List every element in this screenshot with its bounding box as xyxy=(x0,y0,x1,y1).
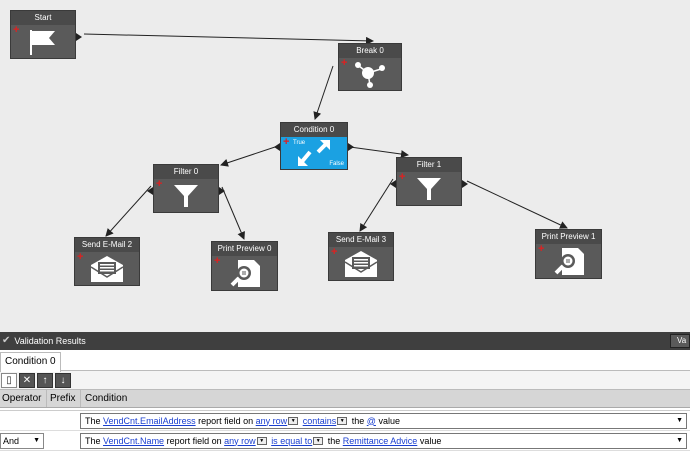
link-filter1-print1 xyxy=(466,180,568,229)
validate-button[interactable]: Va xyxy=(670,334,690,348)
link-start-break xyxy=(83,33,374,45)
node-start[interactable]: Start + xyxy=(10,10,82,59)
node-send-email-2[interactable]: Send E-Mail 2 + xyxy=(74,237,140,286)
false-output-port[interactable] xyxy=(348,143,354,151)
add-icon[interactable]: + xyxy=(538,243,545,255)
true-label: True xyxy=(293,140,306,146)
condition-header: Condition xyxy=(85,393,128,404)
field-link[interactable]: VendCnt.EmailAddress xyxy=(103,415,196,426)
print-preview-icon xyxy=(554,248,584,275)
node-condition-0[interactable]: Condition 0 + True False xyxy=(274,122,354,170)
scope-link[interactable]: any row xyxy=(224,435,256,446)
link-filter0-print0 xyxy=(221,186,245,240)
node-filter-0[interactable]: Filter 0 + xyxy=(147,164,225,213)
condition-editor[interactable]: The VendCnt.Name report field on any row… xyxy=(80,432,687,449)
condition-editor[interactable]: The VendCnt.EmailAddress report field on… xyxy=(80,412,687,429)
node-title: Filter 0 xyxy=(154,165,218,179)
connector-lines xyxy=(83,33,568,240)
validation-panel: ✔ Validation Results Va Condition 0 ▯ ✕ … xyxy=(0,332,690,465)
node-title: Print Preview 1 xyxy=(536,230,601,244)
link-break-condition xyxy=(313,65,334,120)
filter-icon xyxy=(174,184,198,207)
false-label: False xyxy=(329,161,344,167)
split-arrows-icon xyxy=(298,140,330,166)
node-title: Start xyxy=(11,11,75,25)
add-icon[interactable]: + xyxy=(331,246,338,258)
add-icon[interactable]: + xyxy=(77,251,84,263)
node-title: Send E-Mail 3 xyxy=(329,233,393,247)
flag-icon xyxy=(30,29,55,55)
checkmark-icon: ✔ xyxy=(2,335,11,346)
dropdown-icon[interactable]: ▼ xyxy=(256,437,267,446)
print-preview-icon xyxy=(230,260,260,287)
dropdown-icon[interactable]: ▼ xyxy=(313,437,324,446)
node-title: Print Preview 0 xyxy=(212,242,277,256)
dropdown-icon[interactable]: ▼ xyxy=(288,417,299,426)
value-link[interactable]: @ xyxy=(366,415,376,426)
filter-icon xyxy=(417,177,441,200)
condition-row: The VendCnt.EmailAddress report field on… xyxy=(0,411,690,431)
right-output-port[interactable] xyxy=(462,180,468,188)
node-title: Send E-Mail 2 xyxy=(75,238,139,252)
condition-row: And ▼ The VendCnt.Name report field on a… xyxy=(0,431,690,451)
scope-link[interactable]: any row xyxy=(255,415,288,426)
link-filter0-email2 xyxy=(105,185,152,237)
node-title: Break 0 xyxy=(339,44,401,58)
add-icon[interactable]: + xyxy=(13,24,20,36)
operator-cell xyxy=(0,413,44,429)
node-break-0[interactable]: Break 0 + xyxy=(338,43,402,91)
envelope-icon xyxy=(344,250,378,277)
true-output-port[interactable] xyxy=(274,143,280,151)
move-down-icon[interactable]: ↓ xyxy=(55,372,71,388)
left-output-port[interactable] xyxy=(147,187,153,195)
add-icon[interactable]: + xyxy=(214,255,221,267)
output-port[interactable] xyxy=(76,33,82,41)
link-filter1-email3 xyxy=(359,178,394,232)
branch-icon xyxy=(355,62,385,88)
move-up-icon[interactable]: ↑ xyxy=(37,372,53,388)
add-icon[interactable]: + xyxy=(283,136,290,148)
node-print-preview-1[interactable]: Print Preview 1 + xyxy=(535,229,602,279)
node-print-preview-0[interactable]: Print Preview 0 + xyxy=(211,241,278,291)
envelope-icon xyxy=(90,255,124,282)
workflow-canvas[interactable]: Start + Break 0 + Condition 0 xyxy=(0,0,690,332)
tab-condition-0[interactable]: Condition 0 xyxy=(0,352,61,372)
left-output-port[interactable] xyxy=(390,180,396,188)
add-icon[interactable]: + xyxy=(399,171,406,183)
add-icon[interactable]: + xyxy=(341,57,348,69)
condition-toolbar: ▯ ✕ ↑ ↓ xyxy=(0,371,690,390)
node-filter-1[interactable]: Filter 1 + xyxy=(390,157,468,206)
validation-results-header: ✔ Validation Results Va xyxy=(0,332,690,350)
comparison-link[interactable]: contains xyxy=(302,415,337,426)
node-title: Condition 0 xyxy=(281,123,347,137)
chevron-down-icon[interactable]: ▼ xyxy=(33,436,40,444)
node-title: Filter 1 xyxy=(397,158,461,172)
delete-icon[interactable]: ✕ xyxy=(19,372,35,388)
operator-header: Operator xyxy=(0,390,47,407)
right-output-port[interactable] xyxy=(219,187,225,195)
new-document-icon[interactable]: ▯ xyxy=(1,372,17,388)
node-send-email-3[interactable]: Send E-Mail 3 + xyxy=(328,232,394,281)
dropdown-icon[interactable]: ▼ xyxy=(337,417,348,426)
chevron-down-icon[interactable]: ▼ xyxy=(676,416,683,424)
validation-results-title: Validation Results xyxy=(14,336,86,346)
operator-select[interactable]: And ▼ xyxy=(0,432,44,449)
tab-bar: Condition 0 xyxy=(0,350,690,372)
link-condition-filter0 xyxy=(220,145,279,167)
value-link[interactable]: Remittance Advice xyxy=(342,435,418,446)
field-link[interactable]: VendCnt.Name xyxy=(103,435,165,446)
grid-header: Operator Prefix Condition xyxy=(0,390,690,408)
chevron-down-icon[interactable]: ▼ xyxy=(676,436,683,444)
prefix-header: Prefix xyxy=(47,390,81,407)
add-icon[interactable]: + xyxy=(156,178,163,190)
comparison-link[interactable]: is equal to xyxy=(271,435,313,446)
link-condition-filter1 xyxy=(349,146,409,159)
